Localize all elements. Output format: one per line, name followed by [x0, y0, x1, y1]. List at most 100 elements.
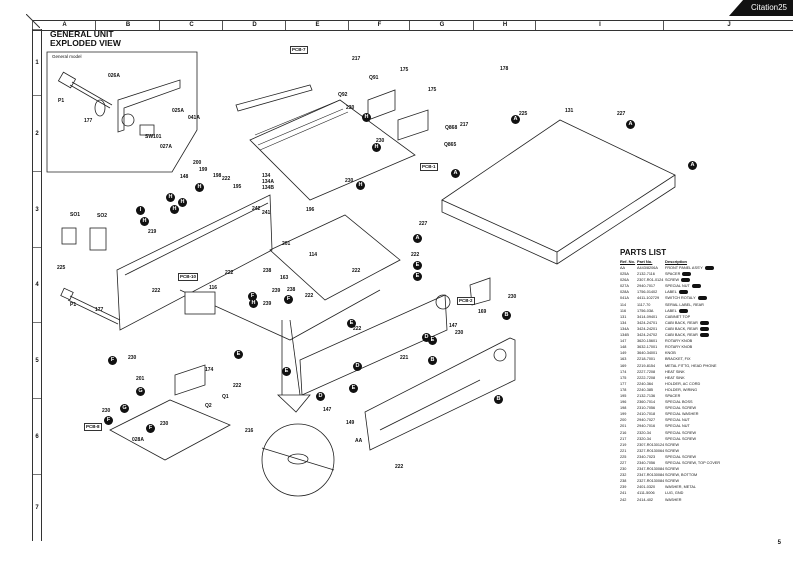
callout: 201 [282, 241, 291, 247]
part-no: 2320-34 [637, 436, 651, 441]
part-no: 3640-34001 [637, 351, 658, 356]
ref-no: 175 [620, 375, 627, 380]
ref-badge-h: H [178, 198, 187, 207]
ref-badge-h: H [195, 183, 204, 192]
transformer [184, 291, 216, 315]
ref-badge-e: E [413, 272, 422, 281]
callout: Q1 [222, 394, 229, 400]
ref-no: 217 [620, 436, 627, 441]
description: WASHER [665, 497, 775, 503]
chassis-frame [269, 214, 401, 301]
header-ref: Ref. No. [620, 259, 636, 264]
description-text: ROTARY KNOB [665, 345, 693, 350]
ref-badge-h: H [140, 217, 149, 226]
grid-column-j: J [663, 21, 793, 30]
frame-corner [26, 14, 40, 28]
ref-badge-a: A [626, 120, 635, 129]
description-text: SPECIAL WASHER [665, 412, 699, 417]
socket-so2 [89, 227, 107, 251]
ref-no: 163 [620, 357, 627, 362]
ref-badge-e: E [282, 367, 291, 376]
pcb-label: PCB-10 [178, 273, 199, 281]
callout: 134 [262, 173, 271, 179]
pcb-label: PCB-7 [290, 46, 308, 54]
description-text: LABEL [665, 308, 677, 313]
ref-no: 149 [620, 351, 627, 356]
callout: 239 [272, 288, 281, 294]
part-no: 2340-7056 [637, 461, 656, 465]
description-text: SCREW [665, 467, 680, 472]
ref-no: 219 [620, 442, 627, 447]
callout: 216 [245, 428, 254, 434]
callout: 230 [102, 408, 111, 414]
grid-row-4: 4 [33, 247, 41, 323]
socket-so1 [61, 227, 77, 245]
ref-no: 174 [620, 369, 627, 374]
ref-no: 025A [620, 272, 629, 277]
grid-column-c: C [159, 21, 223, 30]
description: CABI BACK, REAR [665, 320, 775, 326]
front-sub-chassis [299, 294, 448, 396]
ref-badge-e: E [234, 350, 243, 359]
callout: Q868 [445, 125, 458, 131]
model-badge-icon [699, 333, 709, 338]
part-no: 2227-7208 [637, 369, 656, 374]
description: HEAT SINK [665, 375, 775, 381]
ref-no: 041A [620, 296, 629, 301]
description: SPECIAL NUT [665, 283, 775, 289]
model-badge-icon [699, 326, 709, 331]
description-text: SPACER [665, 393, 681, 398]
ref-no: 221 [620, 448, 627, 453]
inset-callout: 177 [84, 118, 93, 124]
ref-no: 196 [620, 400, 627, 405]
description: CABI BACK, REAR [665, 326, 775, 332]
cabinet-top [441, 119, 676, 253]
inset-callout: 041A [188, 115, 200, 121]
part-no: 2307-R0130124 [637, 442, 665, 447]
ref-badge-f: F [104, 416, 113, 425]
model-badge-icon [704, 266, 714, 270]
callout: 147 [449, 323, 458, 329]
ref-no: 198 [620, 406, 627, 411]
description-text: CABINET TOP [665, 314, 691, 319]
description-text: HEAT SINK [665, 375, 685, 380]
model-badge-icon [682, 272, 692, 277]
pcb-label: PCB-2 [457, 297, 475, 305]
pcb-8-board [109, 399, 231, 461]
description-text: SPECIAL NUT [665, 284, 690, 289]
callout: 222 [352, 268, 361, 274]
description-text: SCREW [665, 278, 680, 283]
ref-no: 216 [620, 430, 627, 435]
callout: 222 [152, 288, 161, 294]
part-no: 2347-R0130084 [637, 473, 665, 478]
brand-tab: Citation25 [729, 0, 793, 16]
callout: 178 [500, 66, 509, 72]
description-text: SCREW [665, 448, 680, 453]
part-no: 2410-7018 [637, 412, 656, 417]
ref-no: 195 [620, 393, 627, 398]
model-badge-icon [681, 278, 691, 283]
ref-no: 134A [620, 326, 629, 331]
description: WASHER, METAL [665, 484, 775, 490]
ref-no: 200 [620, 418, 627, 423]
title-line-1: GENERAL UNIT [50, 29, 114, 39]
description: SCREW, BOTTOM [665, 472, 775, 478]
ref-no: 116 [620, 308, 627, 313]
callout: SO2 [97, 213, 108, 219]
part-no: 2940-7027 [637, 418, 656, 423]
inset-label: General model [52, 54, 82, 59]
callout: 114 [309, 252, 318, 258]
part-no: A443/8206A [637, 266, 658, 270]
description-text: SPECIAL SCREW [665, 454, 697, 459]
callout: 239 [263, 301, 272, 307]
grid-column-a: A [32, 21, 96, 30]
callout: 198 [213, 173, 222, 179]
